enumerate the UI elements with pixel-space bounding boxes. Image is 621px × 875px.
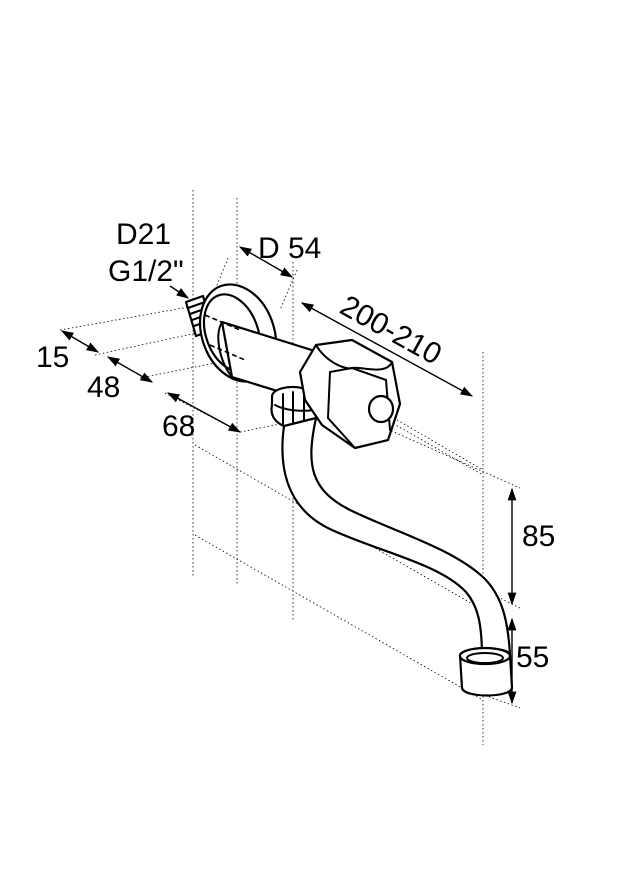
faucet-body <box>184 283 514 697</box>
label-thread: G1/2" <box>108 255 184 288</box>
handle-screw-cap <box>367 394 395 424</box>
label-55: 55 <box>516 641 549 674</box>
spout-outlet <box>458 646 514 697</box>
label-48: 48 <box>87 371 120 404</box>
spout <box>281 416 514 697</box>
label-68: 68 <box>162 410 195 443</box>
label-85: 85 <box>522 520 555 553</box>
label-15: 15 <box>36 341 69 374</box>
valve-handle <box>298 338 402 450</box>
dimension-lines <box>60 246 517 705</box>
label-d54: D 54 <box>258 232 321 265</box>
label-d21: D21 <box>116 218 171 251</box>
